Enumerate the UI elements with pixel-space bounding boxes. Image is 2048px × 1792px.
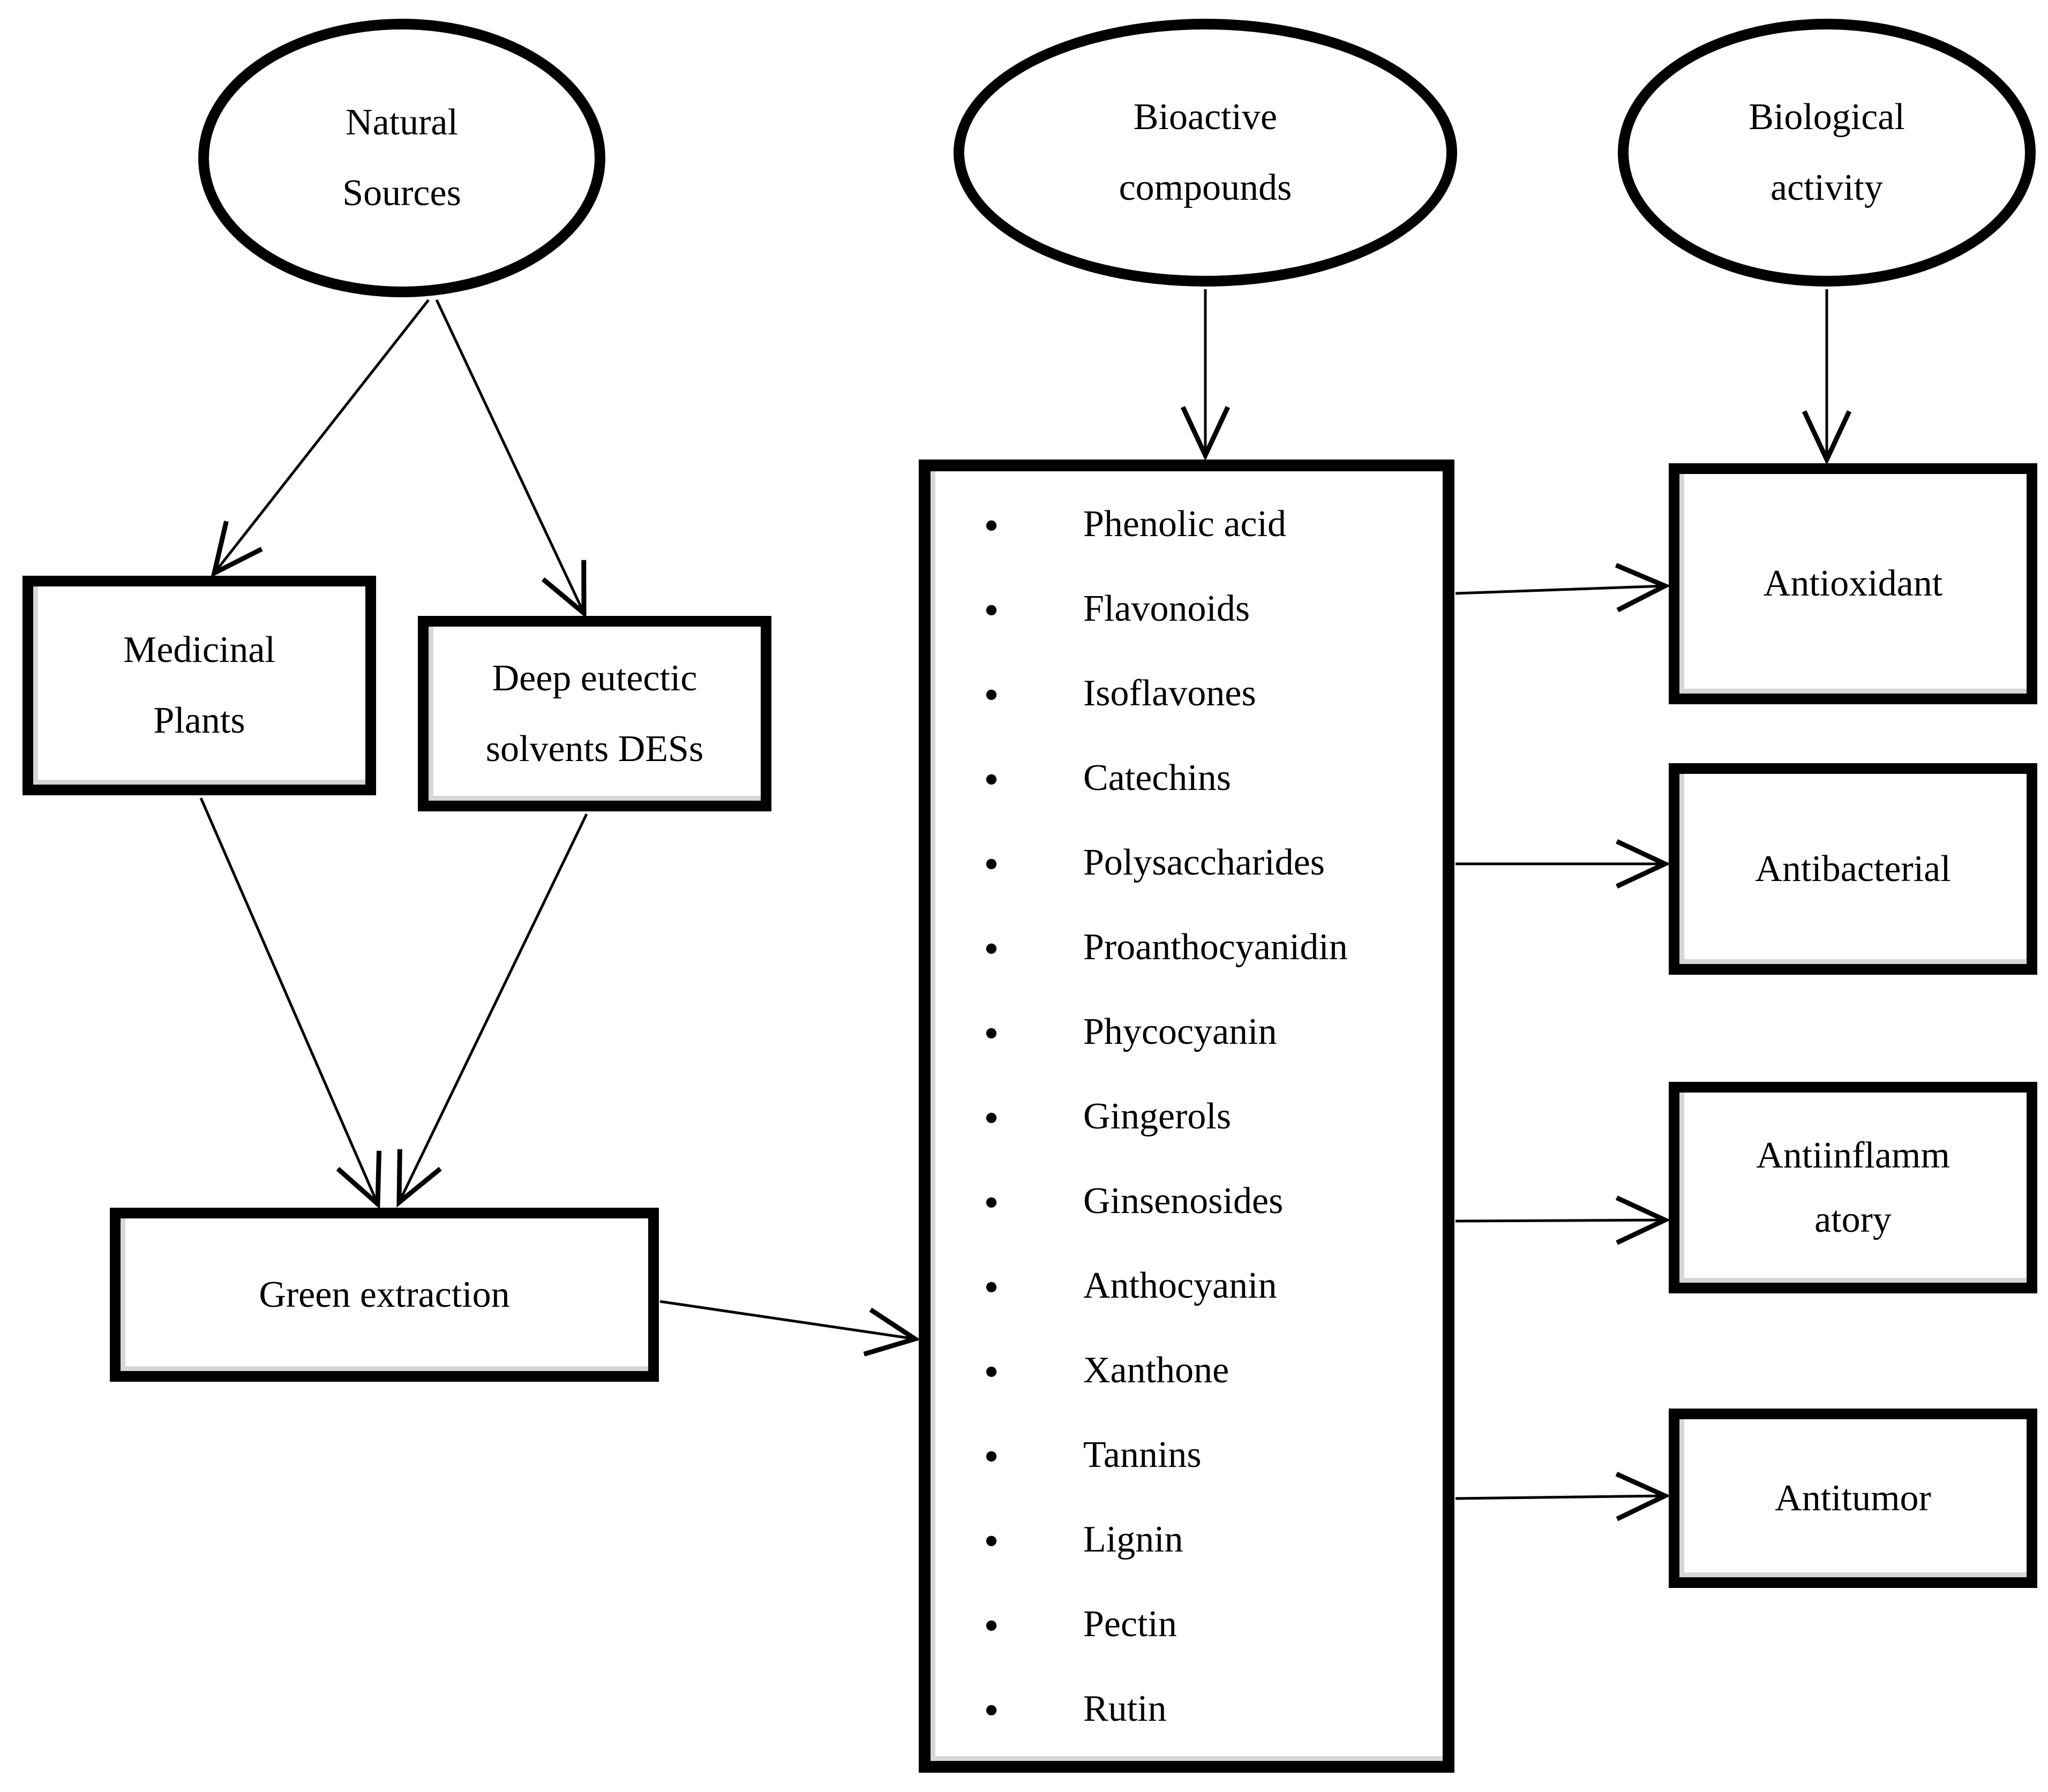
box-antibacterial: Antibacterial: [1669, 763, 2037, 975]
arrow-compounds-to-antiinflammatory: [1455, 1195, 1671, 1245]
ellipse-biological-activity-line2: activity: [1771, 167, 1883, 208]
compound-item: Phenolic acid: [931, 482, 1443, 567]
box-antiinflammatory: Antiinflamm atory: [1669, 1082, 2037, 1293]
arrow-green-to-compounds: [659, 1300, 921, 1357]
box-antioxidant: Antioxidant: [1669, 463, 2037, 704]
box-antibacterial-label: Antibacterial: [1755, 848, 1951, 890]
box-green-extraction: Green extraction: [110, 1208, 659, 1382]
compound-item: Xanthone: [931, 1328, 1443, 1413]
compound-item: Polysaccharides: [931, 820, 1443, 905]
box-medicinal-plants: Medicinal Plants: [22, 576, 376, 795]
box-medicinal-plants-line1: Medicinal: [123, 629, 275, 671]
arrow-compounds-to-antioxidant: [1455, 563, 1671, 613]
compound-item: Lignin: [931, 1497, 1443, 1582]
compound-item: Isoflavones: [931, 651, 1443, 736]
compound-item: Phycocyanin: [931, 990, 1443, 1074]
compound-item: Pectin: [931, 1582, 1443, 1667]
box-bioactive-compounds-list: Phenolic acidFlavonoidsIsoflavonesCatech…: [919, 460, 1454, 1773]
compound-item: Catechins: [931, 736, 1443, 820]
ellipse-natural-sources-line2: Sources: [342, 172, 461, 214]
compound-item: Rutin: [931, 1667, 1443, 1751]
box-antioxidant-label: Antioxidant: [1763, 563, 1943, 604]
box-green-extraction-label: Green extraction: [259, 1274, 510, 1315]
ellipse-natural-sources-line1: Natural: [346, 102, 458, 143]
box-deep-eutectic-line2: solvents DESs: [485, 728, 704, 770]
compound-item: Flavonoids: [931, 567, 1443, 651]
box-antiinflammatory-line2: atory: [1814, 1199, 1892, 1240]
ellipse-bioactive-compounds-line1: Bioactive: [1133, 96, 1278, 138]
compound-item: Gingerols: [931, 1074, 1443, 1159]
arrow-des-to-green: [396, 813, 588, 1208]
ellipse-biological-activity: Biological activity: [1618, 19, 2036, 287]
box-antitumor: Antitumor: [1669, 1409, 2037, 1588]
ellipse-bioactive-compounds-line2: compounds: [1119, 167, 1292, 208]
ellipse-biological-activity-line1: Biological: [1749, 96, 1905, 138]
box-medicinal-plants-line2: Plants: [153, 700, 245, 741]
box-deep-eutectic-solvents: Deep eutectic solvents DESs: [418, 616, 771, 811]
box-deep-eutectic-line1: Deep eutectic: [492, 657, 697, 699]
arrow-natural-to-medicinal: [211, 299, 430, 578]
compound-list: Phenolic acidFlavonoidsIsoflavonesCatech…: [931, 471, 1443, 1751]
box-antiinflammatory-line1: Antiinflamm: [1756, 1134, 1950, 1176]
box-antitumor-label: Antitumor: [1775, 1477, 1931, 1519]
compound-item: Ginsenosides: [931, 1159, 1443, 1244]
arrow-natural-to-des: [435, 299, 587, 619]
compound-item: Anthocyanin: [931, 1244, 1443, 1328]
compound-item: Tannins: [931, 1413, 1443, 1497]
compound-item: Proanthocyanidin: [931, 905, 1443, 990]
ellipse-bioactive-compounds: Bioactive compounds: [954, 19, 1457, 287]
arrow-compounds-to-antitumor: [1455, 1472, 1671, 1522]
arrow-medicinal-to-green: [199, 797, 382, 1209]
ellipse-natural-sources: Natural Sources: [198, 19, 605, 297]
